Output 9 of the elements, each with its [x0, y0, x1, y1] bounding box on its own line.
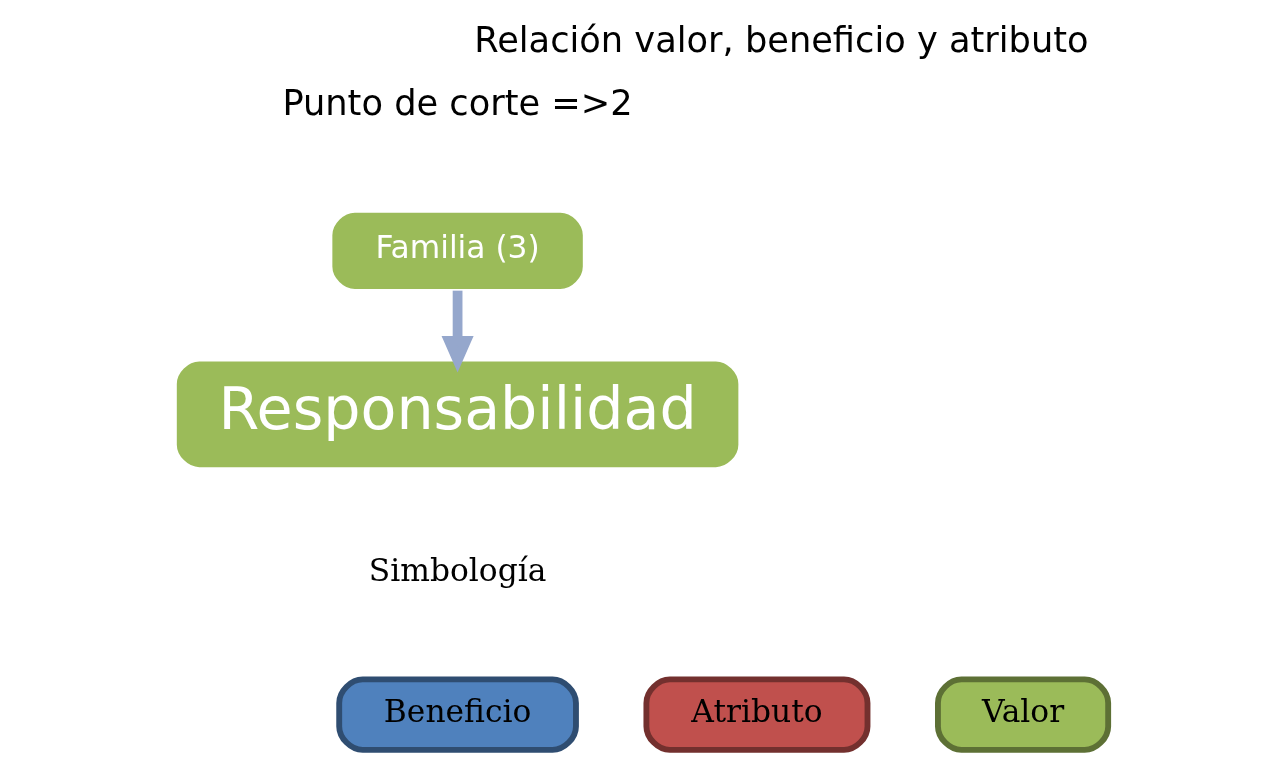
node-box: Familia (3)	[330, 210, 585, 292]
legend-label: Valor	[981, 693, 1065, 730]
node-box: Responsabilidad	[174, 359, 741, 470]
arrow	[441, 290, 474, 373]
legend-label: Beneficio	[383, 693, 532, 730]
diagram-title: Relación valor, beneficio y atributo	[474, 19, 1089, 61]
label: Simbología	[368, 552, 547, 589]
legend-label: Atributo	[691, 693, 823, 730]
label: Punto de corte =>2	[282, 81, 633, 123]
